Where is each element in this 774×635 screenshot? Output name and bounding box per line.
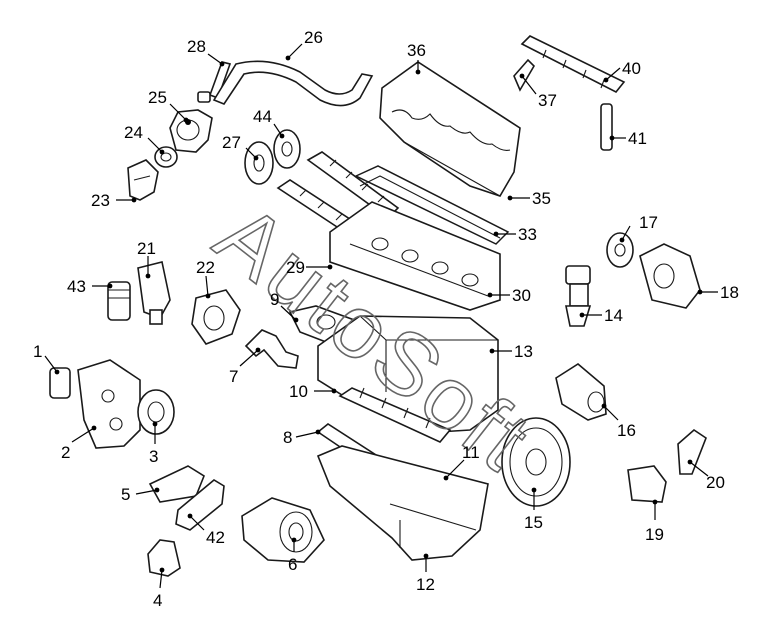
- engine-mount-bracket: [77, 359, 141, 449]
- coolant-pipe: [197, 60, 374, 107]
- callout-14: 14: [604, 306, 623, 325]
- callout-19: 19: [645, 525, 664, 544]
- callout-37: 37: [538, 91, 557, 110]
- callout-44: 44: [253, 107, 272, 126]
- callout-22: 22: [196, 258, 215, 277]
- callout-5: 5: [121, 485, 130, 504]
- oil-filter: [107, 281, 131, 321]
- callout-8: 8: [283, 428, 292, 447]
- fuel-rail: [520, 35, 626, 94]
- camshaft: [306, 151, 400, 220]
- turbocharger: [241, 497, 325, 563]
- crankshaft: [338, 387, 452, 443]
- flywheel: [501, 417, 571, 507]
- thermostat-housing: [169, 109, 213, 153]
- valve-cover: [379, 61, 521, 197]
- callout-18: 18: [720, 283, 739, 302]
- alternator: [137, 389, 175, 435]
- callout-40: 40: [622, 59, 641, 78]
- callout-27: 27: [222, 133, 241, 152]
- callout-36: 36: [407, 41, 426, 60]
- coolant-hose: [244, 329, 299, 369]
- callout-9: 9: [270, 290, 279, 309]
- camshaft-sprocket-2: [273, 129, 301, 169]
- callout-12: 12: [416, 575, 435, 594]
- power-steering-pump: [639, 243, 701, 309]
- cylinder-head: [329, 201, 501, 311]
- callout-16: 16: [617, 421, 636, 440]
- callout-7: 7: [229, 367, 238, 386]
- camshaft-sprocket: [244, 141, 274, 185]
- callout-28: 28: [187, 37, 206, 56]
- callout-24: 24: [124, 123, 143, 142]
- oil-pan: [316, 445, 489, 561]
- callout-42: 42: [206, 528, 225, 547]
- water-pump: [191, 289, 241, 345]
- callout-11: 11: [462, 443, 480, 462]
- callout-20: 20: [706, 473, 725, 492]
- callout-23: 23: [91, 191, 110, 210]
- glow-plug: [600, 103, 613, 151]
- callout-1: 1: [33, 342, 42, 361]
- callout-17: 17: [639, 213, 658, 232]
- callout-26: 26: [304, 28, 323, 47]
- callout-30: 30: [512, 286, 531, 305]
- callout-21: 21: [137, 239, 156, 258]
- callout-labels: 1 2 3 4 5 6 7 8 9 10 11 12 13: [33, 28, 739, 610]
- callout-33: 33: [518, 225, 537, 244]
- callout-15: 15: [524, 513, 543, 532]
- callout-10: 10: [289, 382, 308, 401]
- callout-43: 43: [67, 277, 86, 296]
- callout-41: 41: [628, 129, 647, 148]
- fuel-filter: [137, 261, 171, 325]
- oil-filter-small: [49, 367, 71, 399]
- callout-2: 2: [61, 443, 70, 462]
- callout-13: 13: [514, 342, 533, 361]
- transmission-mount: [627, 465, 667, 503]
- egr-valve: [565, 265, 592, 327]
- callout-6: 6: [288, 555, 297, 574]
- valve-cover-gasket: [354, 165, 510, 245]
- starter-motor: [555, 363, 607, 421]
- mount-arm: [677, 428, 707, 475]
- callout-3: 3: [149, 447, 158, 466]
- engine-mount: [148, 465, 205, 503]
- thermostat: [154, 146, 178, 168]
- torque-rod: [175, 479, 225, 531]
- callout-25: 25: [148, 88, 167, 107]
- callout-35: 35: [532, 189, 551, 208]
- callout-29: 29: [286, 258, 305, 277]
- pulley: [606, 232, 634, 268]
- rubber-mount: [147, 539, 181, 577]
- water-outlet: [127, 159, 159, 201]
- callout-4: 4: [153, 591, 162, 610]
